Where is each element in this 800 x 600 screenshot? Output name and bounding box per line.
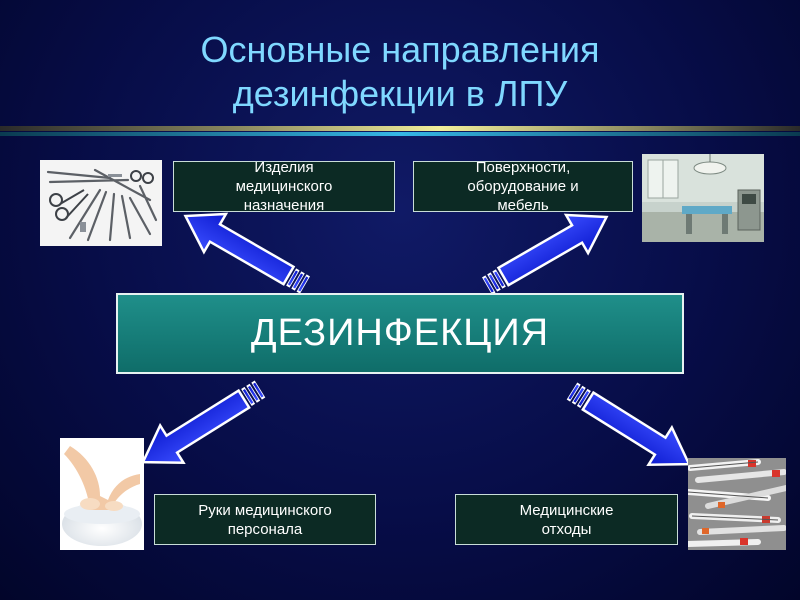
box-instruments-line-1: Изделия (254, 159, 314, 176)
box-waste-line-1: Медицинские (519, 501, 614, 519)
arrow-to-hands (130, 369, 273, 483)
center-disinfection-box: ДЕЗИНФЕКЦИЯ (116, 293, 684, 374)
box-waste-line-2: отходы (541, 520, 592, 538)
page-title: Основные направления дезинфекции в ЛПУ (0, 28, 800, 116)
box-hands: Руки медицинского персонала (154, 494, 376, 545)
box-surfaces-line-2: оборудование и (467, 178, 579, 195)
syringe-waste-photo (688, 458, 786, 550)
arrow-to-waste (559, 371, 702, 485)
box-instruments: Изделия медицинского назначения (173, 159, 395, 214)
box-surfaces: Поверхности, оборудование и мебель (413, 159, 633, 214)
box-instruments-line-2: медицинского (235, 178, 333, 195)
box-surfaces-line-3: мебель (497, 197, 549, 214)
box-hands-line-1: Руки медицинского (198, 501, 332, 519)
title-line-1: Основные направления (200, 29, 600, 70)
title-line-2: дезинфекции в ЛПУ (232, 73, 568, 114)
title-divider (0, 126, 800, 136)
box-surfaces-line-1: Поверхности, (475, 159, 571, 176)
operating-room-photo (642, 154, 764, 242)
box-waste: Медицинские отходы (455, 494, 678, 545)
washing-hands-photo (60, 438, 144, 550)
surgical-instruments-photo (40, 160, 162, 246)
center-label: ДЕЗИНФЕКЦИЯ (250, 312, 550, 354)
box-hands-line-2: персонала (227, 520, 303, 538)
box-instruments-line-3: назначения (243, 197, 325, 214)
